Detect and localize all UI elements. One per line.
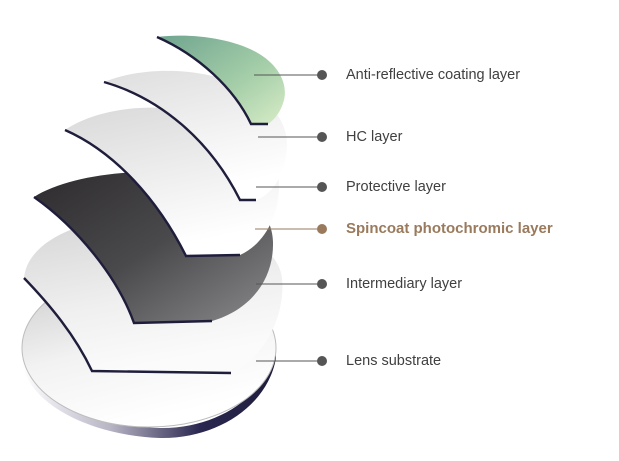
- leader-lines: [254, 70, 327, 366]
- label-spincoat: Spincoat photochromic layer: [346, 220, 553, 237]
- leader-dot-spincoat: [317, 224, 327, 234]
- label-anti-reflective: Anti-reflective coating layer: [346, 67, 521, 83]
- label-protective: Protective layer: [346, 179, 446, 195]
- leader-dot-protective: [317, 182, 327, 192]
- leader-dot-hc: [317, 132, 327, 142]
- label-hc: HC layer: [346, 129, 403, 145]
- label-substrate: Lens substrate: [346, 353, 442, 369]
- leader-dot-substrate: [317, 356, 327, 366]
- label-intermediary: Intermediary layer: [346, 276, 463, 292]
- leader-dot-anti-reflective: [317, 70, 327, 80]
- leader-dot-intermediary: [317, 279, 327, 289]
- anti-reflective-coating-layer: [156, 35, 285, 126]
